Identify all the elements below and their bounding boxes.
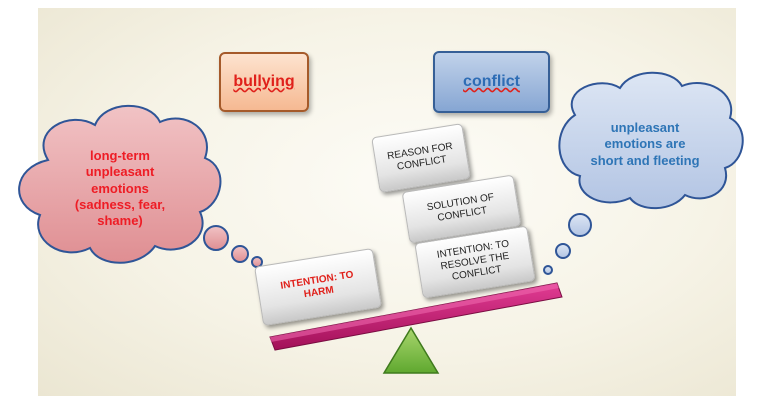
cloud-left-line: (sadness, fear,	[74, 196, 166, 212]
thought-cloud-right	[543, 71, 744, 275]
fulcrum-triangle	[382, 326, 440, 374]
thought-cloud-left	[18, 104, 263, 268]
cloud-left-text: long-term unpleasant emotions (sadness, …	[40, 148, 200, 229]
cloud-left-line: shame)	[97, 213, 143, 228]
cloud-left-line: long-term	[90, 148, 150, 163]
bullying-label: bullying	[233, 73, 295, 90]
bullying-label-box: bullying	[219, 52, 309, 112]
conflict-label: conflict	[463, 73, 520, 90]
cloud-left-line: unpleasant	[85, 164, 155, 180]
cloud-right-line: short and fleeting	[590, 152, 700, 168]
conflict-label-box: conflict	[433, 51, 550, 113]
cloud-right-text: unpleasant emotions are short and fleeti…	[570, 120, 720, 169]
cloud-right-line: emotions are	[604, 136, 686, 152]
cloud-left-line: emotions	[91, 180, 149, 196]
cloud-right-line: unpleasant	[610, 120, 680, 135]
